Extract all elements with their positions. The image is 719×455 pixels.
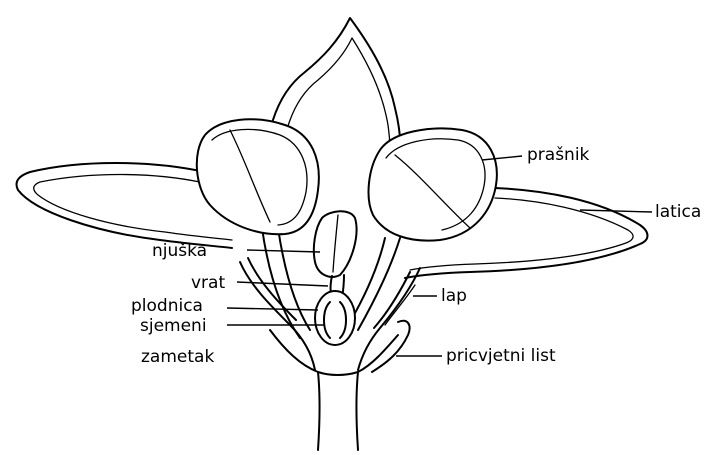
left-anther [197,119,319,234]
label-lap: lap [441,286,467,306]
label-latica: latica [655,202,701,222]
label-vrat: vrat [191,273,225,293]
label-zametak: zametak [141,347,214,367]
ovary [315,291,355,345]
label-pricvjetni-list: pricvjetni list [446,346,556,366]
stem [318,372,358,450]
label-njuska: njuška [152,241,207,261]
label-plodnica: plodnica [131,296,203,316]
right-anther [369,128,497,240]
label-prasnik: prašnik [527,145,589,165]
label-sjemeni: sjemeni [140,316,207,336]
bract [372,321,410,372]
stigma [314,211,357,277]
